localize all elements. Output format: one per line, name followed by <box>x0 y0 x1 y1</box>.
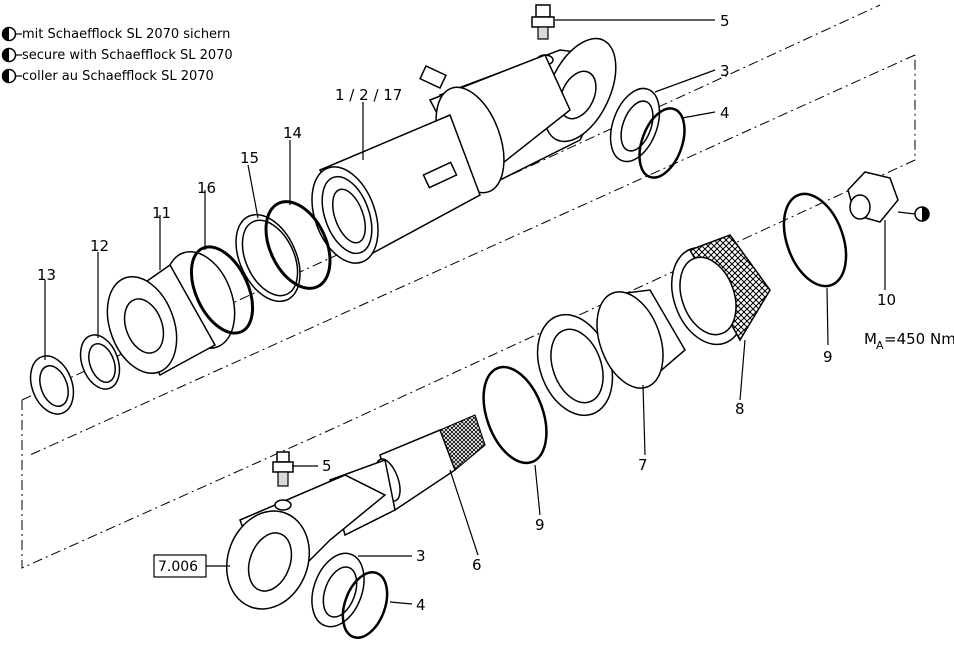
label-6: 6 <box>472 556 482 574</box>
label-1-2-17: 1 / 2 / 17 <box>335 86 402 104</box>
snap-ring-mid <box>482 365 548 465</box>
legend-text-de: mit Schaefflock SL 2070 sichern <box>22 27 230 42</box>
label-8: 8 <box>735 400 745 418</box>
label-5-top: 5 <box>720 12 730 30</box>
o-ring-16 <box>189 245 255 335</box>
label-3-top: 3 <box>720 62 730 80</box>
label-12: 12 <box>90 237 109 255</box>
torque-subscript: A <box>876 339 884 352</box>
label-13: 13 <box>37 266 56 284</box>
part-labels: 5 3 4 1 / 2 / 17 14 15 16 11 12 13 9 10 … <box>37 12 954 614</box>
circlip-bottom <box>341 571 389 639</box>
label-4-top: 4 <box>720 104 730 122</box>
torque-value: =450 Nm <box>884 330 954 348</box>
reference-box-text: 7.006 <box>158 559 198 575</box>
reference-box: 7.006 <box>153 554 207 578</box>
wiper-ring <box>79 334 121 390</box>
label-9-right: 9 <box>823 348 833 366</box>
nut <box>847 171 930 223</box>
circlip-top <box>638 107 686 179</box>
torque-prefix: M <box>864 330 877 348</box>
seal-ring-bottom <box>311 552 365 628</box>
legend-item-de: mit Schaefflock SL 2070 sichern <box>1 26 230 42</box>
label-10: 10 <box>877 291 896 309</box>
snap-ring-right <box>782 192 848 288</box>
knurled-ring <box>671 234 771 346</box>
leader-lines <box>44 19 886 605</box>
label-5-bottom: 5 <box>322 457 332 475</box>
grease-nipple-bottom <box>272 451 294 487</box>
grease-nipple-top <box>531 4 555 40</box>
seal-ring-top <box>609 87 661 163</box>
label-4-bottom: 4 <box>416 596 426 614</box>
backup-ring-15 <box>235 213 301 303</box>
label-9-mid: 9 <box>535 516 545 534</box>
guide-ring-knurled <box>29 355 75 415</box>
piston <box>536 289 686 417</box>
label-16: 16 <box>197 179 216 197</box>
label-11: 11 <box>152 204 171 222</box>
label-14: 14 <box>283 124 302 142</box>
label-15: 15 <box>240 149 259 167</box>
center-axis-lines <box>21 4 916 569</box>
legend: mit Schaefflock SL 2070 sichern secure w… <box>1 26 233 84</box>
legend-item-fr: coller au Schaefflock SL 2070 <box>1 68 214 84</box>
torque-spec: M A =450 Nm <box>864 330 954 352</box>
label-3-bottom: 3 <box>416 547 426 565</box>
label-7: 7 <box>638 456 648 474</box>
cylinder-tube-assembly <box>311 37 617 264</box>
legend-text-en: secure with Schaefflock SL 2070 <box>22 48 233 63</box>
legend-text-fr: coller au Schaefflock SL 2070 <box>22 69 214 84</box>
o-ring-14 <box>264 200 332 290</box>
rod-clevis-eye <box>225 474 387 610</box>
legend-item-en: secure with Schaefflock SL 2070 <box>1 47 233 63</box>
